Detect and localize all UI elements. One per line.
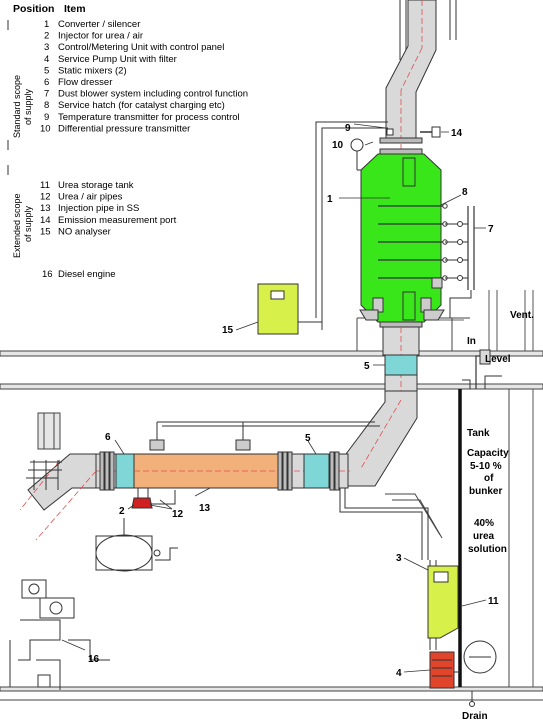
legend-item-text: Control/Metering Unit with control panel xyxy=(58,42,224,53)
in-label: In xyxy=(467,336,476,347)
callout-3: 3 xyxy=(396,553,402,564)
legend-number: 16 xyxy=(42,269,53,280)
legend-number: 15 xyxy=(40,226,51,237)
callout-5-vertical: 5 xyxy=(364,361,370,372)
legend-item-text: Urea storage tank xyxy=(58,180,134,191)
control-metering-unit xyxy=(427,560,459,650)
differential-pressure-gauge xyxy=(350,138,364,152)
callout-10: 10 xyxy=(332,140,344,151)
legend-item-text: Converter / silencer xyxy=(58,19,140,30)
legend-number: 8 xyxy=(44,100,49,111)
tank-solution-line-2: urea xyxy=(473,531,495,542)
tank-title: Tank xyxy=(467,428,490,439)
legend-number: 4 xyxy=(44,54,49,65)
callout-5-horizontal: 5 xyxy=(305,433,311,444)
tank-capacity-line-2: 5-10 % xyxy=(470,461,502,472)
urea-storage-tank xyxy=(458,349,510,707)
tank-capacity-line-4: bunker xyxy=(469,486,502,497)
legend-item-text: NO analyser xyxy=(58,226,111,237)
building-structure xyxy=(0,0,543,701)
callout-11: 11 xyxy=(488,596,499,607)
legend-rows: 1 Converter / silencer 2 Injector for urea … xyxy=(40,19,248,280)
callout-12: 12 xyxy=(172,509,184,520)
callout-14: 14 xyxy=(451,128,463,139)
legend-item-text: Temperature transmitter for process cont… xyxy=(58,112,240,123)
legend-number: 6 xyxy=(44,77,49,88)
standard-scope-label-2: of supply xyxy=(23,88,33,125)
callout-16: 16 xyxy=(88,654,100,665)
tank-solution-line-3: solution xyxy=(468,544,507,555)
converter-body xyxy=(360,153,442,323)
callout-7: 7 xyxy=(488,224,494,235)
legend-item-text: Urea / air pipes xyxy=(58,192,123,203)
emission-port xyxy=(431,126,441,138)
legend-number: 12 xyxy=(40,192,51,203)
legend-item-text: Service hatch (for catalyst charging etc… xyxy=(58,100,225,111)
legend-item-text: Static mixers (2) xyxy=(58,65,127,76)
legend-number: 10 xyxy=(40,123,51,134)
legend-item-text: Injection pipe in SS xyxy=(58,203,139,214)
callout-15: 15 xyxy=(222,325,234,336)
callouts: 1 2 3 4 5 5 6 7 8 9 10 11 12 13 14 15 16 xyxy=(88,123,499,679)
legend-number: 11 xyxy=(40,180,50,191)
legend-number: 9 xyxy=(44,112,49,123)
callout-9: 9 xyxy=(345,123,351,134)
diesel-engine xyxy=(9,518,178,690)
legend-number: 13 xyxy=(40,203,51,214)
callout-8: 8 xyxy=(462,187,468,198)
legend-header-position: Position xyxy=(13,3,54,15)
callout-2: 2 xyxy=(119,506,125,517)
legend-item-text: Injector for urea / air xyxy=(58,31,143,42)
no-analyser xyxy=(257,283,323,335)
static-mixer-horizontal xyxy=(303,453,330,489)
legend-item-text: Dust blower system including control fun… xyxy=(58,89,248,100)
legend-header-item: Item xyxy=(64,3,86,15)
legend-number: 14 xyxy=(40,215,51,226)
callout-6: 6 xyxy=(105,432,111,443)
legend-number: 2 xyxy=(44,31,49,42)
legend-item-text: Diesel engine xyxy=(58,269,116,280)
flow-dresser xyxy=(115,453,135,489)
leader-lines xyxy=(61,123,487,673)
standard-scope-label-1: Standard scope xyxy=(12,75,22,138)
tank-capacity-line-3: of xyxy=(484,473,494,484)
callout-13: 13 xyxy=(199,503,211,514)
callout-1: 1 xyxy=(327,194,333,205)
vent-label: Vent. xyxy=(510,310,534,321)
tank-labels: Vent. In Level Tank Capacity 5-10 % of b… xyxy=(462,310,534,722)
legend-number: 1 xyxy=(44,19,49,30)
service-pump-unit xyxy=(429,651,460,689)
legend-item-text: Differential pressure transmitter xyxy=(58,123,190,134)
extended-scope-label-1: Extended scope xyxy=(12,193,22,258)
legend-number: 5 xyxy=(44,65,49,76)
legend-item-text: Flow dresser xyxy=(58,77,112,88)
legend-number: 3 xyxy=(44,42,49,53)
callout-4: 4 xyxy=(396,668,402,679)
converter-silencer xyxy=(359,153,448,323)
tank-solution-line-1: 40% xyxy=(474,518,494,529)
legend-item-text: Emission measurement port xyxy=(58,215,177,226)
pipe-supports xyxy=(149,421,380,451)
extended-scope-label-2: of supply xyxy=(23,205,33,242)
temperature-transmitter xyxy=(386,128,394,136)
dust-blower-system xyxy=(445,206,475,318)
legend-item-text: Service Pump Unit with filter xyxy=(58,54,177,65)
tank-capacity-line-1: Capacity xyxy=(467,448,509,459)
legend: Position Item Standard scope of supply E… xyxy=(7,3,248,280)
level-label: Level xyxy=(485,354,511,365)
static-mixer-vertical xyxy=(384,354,418,376)
instruments xyxy=(315,121,441,330)
urea-air-pipes xyxy=(150,488,429,560)
drain-label: Drain xyxy=(462,711,488,722)
injector xyxy=(131,487,153,509)
legend-number: 7 xyxy=(44,89,49,100)
